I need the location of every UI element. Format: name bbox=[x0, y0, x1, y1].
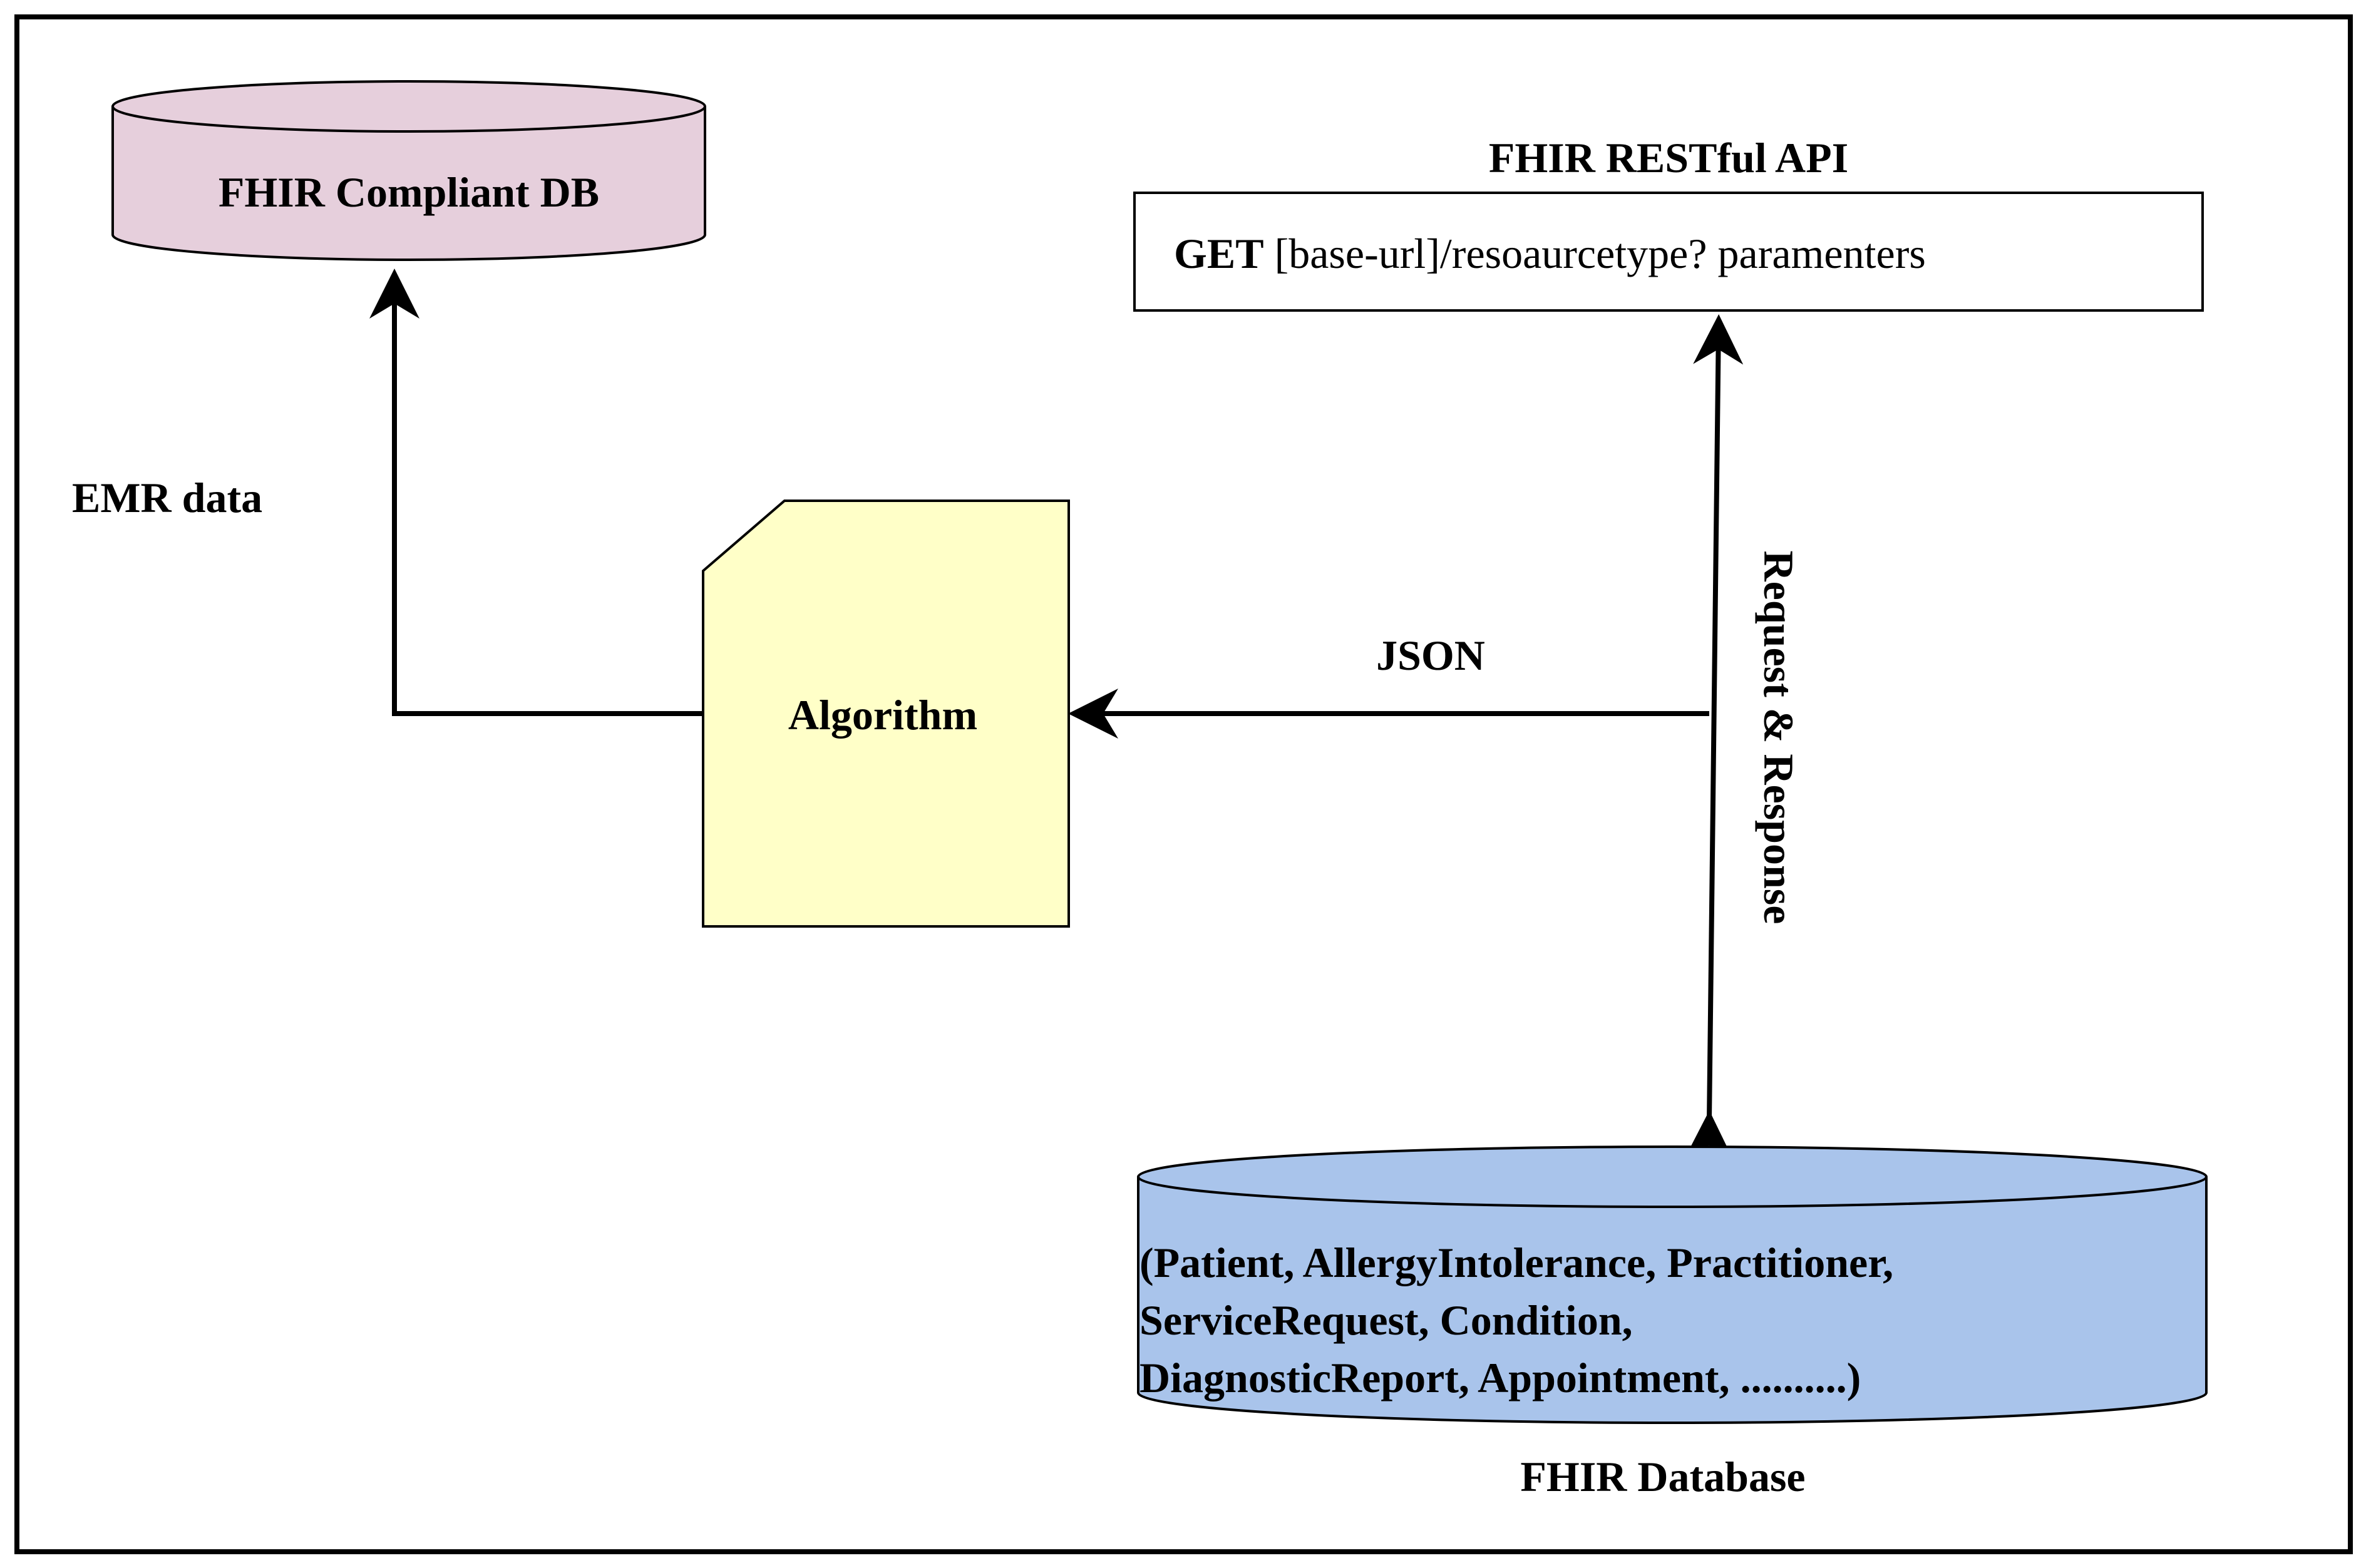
fhir-database-resources-line-1: (Patient, AllergyIntolerance, Practition… bbox=[1139, 1239, 1893, 1286]
api-endpoint: [base-url]/resoaurcetype? paramenters bbox=[1275, 230, 1926, 277]
fhir-database-resources-line-2: ServiceRequest, Condition, bbox=[1139, 1296, 1633, 1344]
request-response-label: Request & Response bbox=[1755, 551, 1803, 925]
algorithm-label: Algorithm bbox=[788, 691, 977, 739]
fhir-database-resources-line-3: DiagnosticReport, Appointment, .........… bbox=[1139, 1354, 1861, 1401]
fhir-database: (Patient, AllergyIntolerance, Practition… bbox=[1137, 1145, 2208, 1424]
algorithm-node: Algorithm bbox=[702, 500, 1070, 928]
fhir-database-top bbox=[1137, 1145, 2208, 1208]
fhir-compliant-db-body bbox=[111, 106, 706, 261]
request-response-arrow bbox=[1684, 314, 1744, 1161]
api-method: GET bbox=[1174, 230, 1264, 277]
json-label: JSON bbox=[1376, 632, 1485, 679]
api-request-text: GET [base-url]/resoaurcetype? paramenter… bbox=[1174, 230, 1926, 277]
api-title: FHIR RESTful API bbox=[1489, 134, 1848, 182]
fhir-database-body bbox=[1137, 1177, 2208, 1424]
emr-data-connector bbox=[369, 269, 703, 716]
fhir-compliant-db-label: FHIR Compliant DB bbox=[219, 168, 599, 216]
fhir-database-caption: FHIR Database bbox=[1520, 1453, 1805, 1500]
emr-data-label: EMR data bbox=[72, 474, 262, 521]
fhir-compliant-db-top bbox=[111, 80, 706, 133]
fhir-compliant-db: FHIR Compliant DB bbox=[111, 80, 706, 261]
api-request-box bbox=[1133, 192, 2204, 312]
algorithm-shape bbox=[702, 500, 1070, 928]
